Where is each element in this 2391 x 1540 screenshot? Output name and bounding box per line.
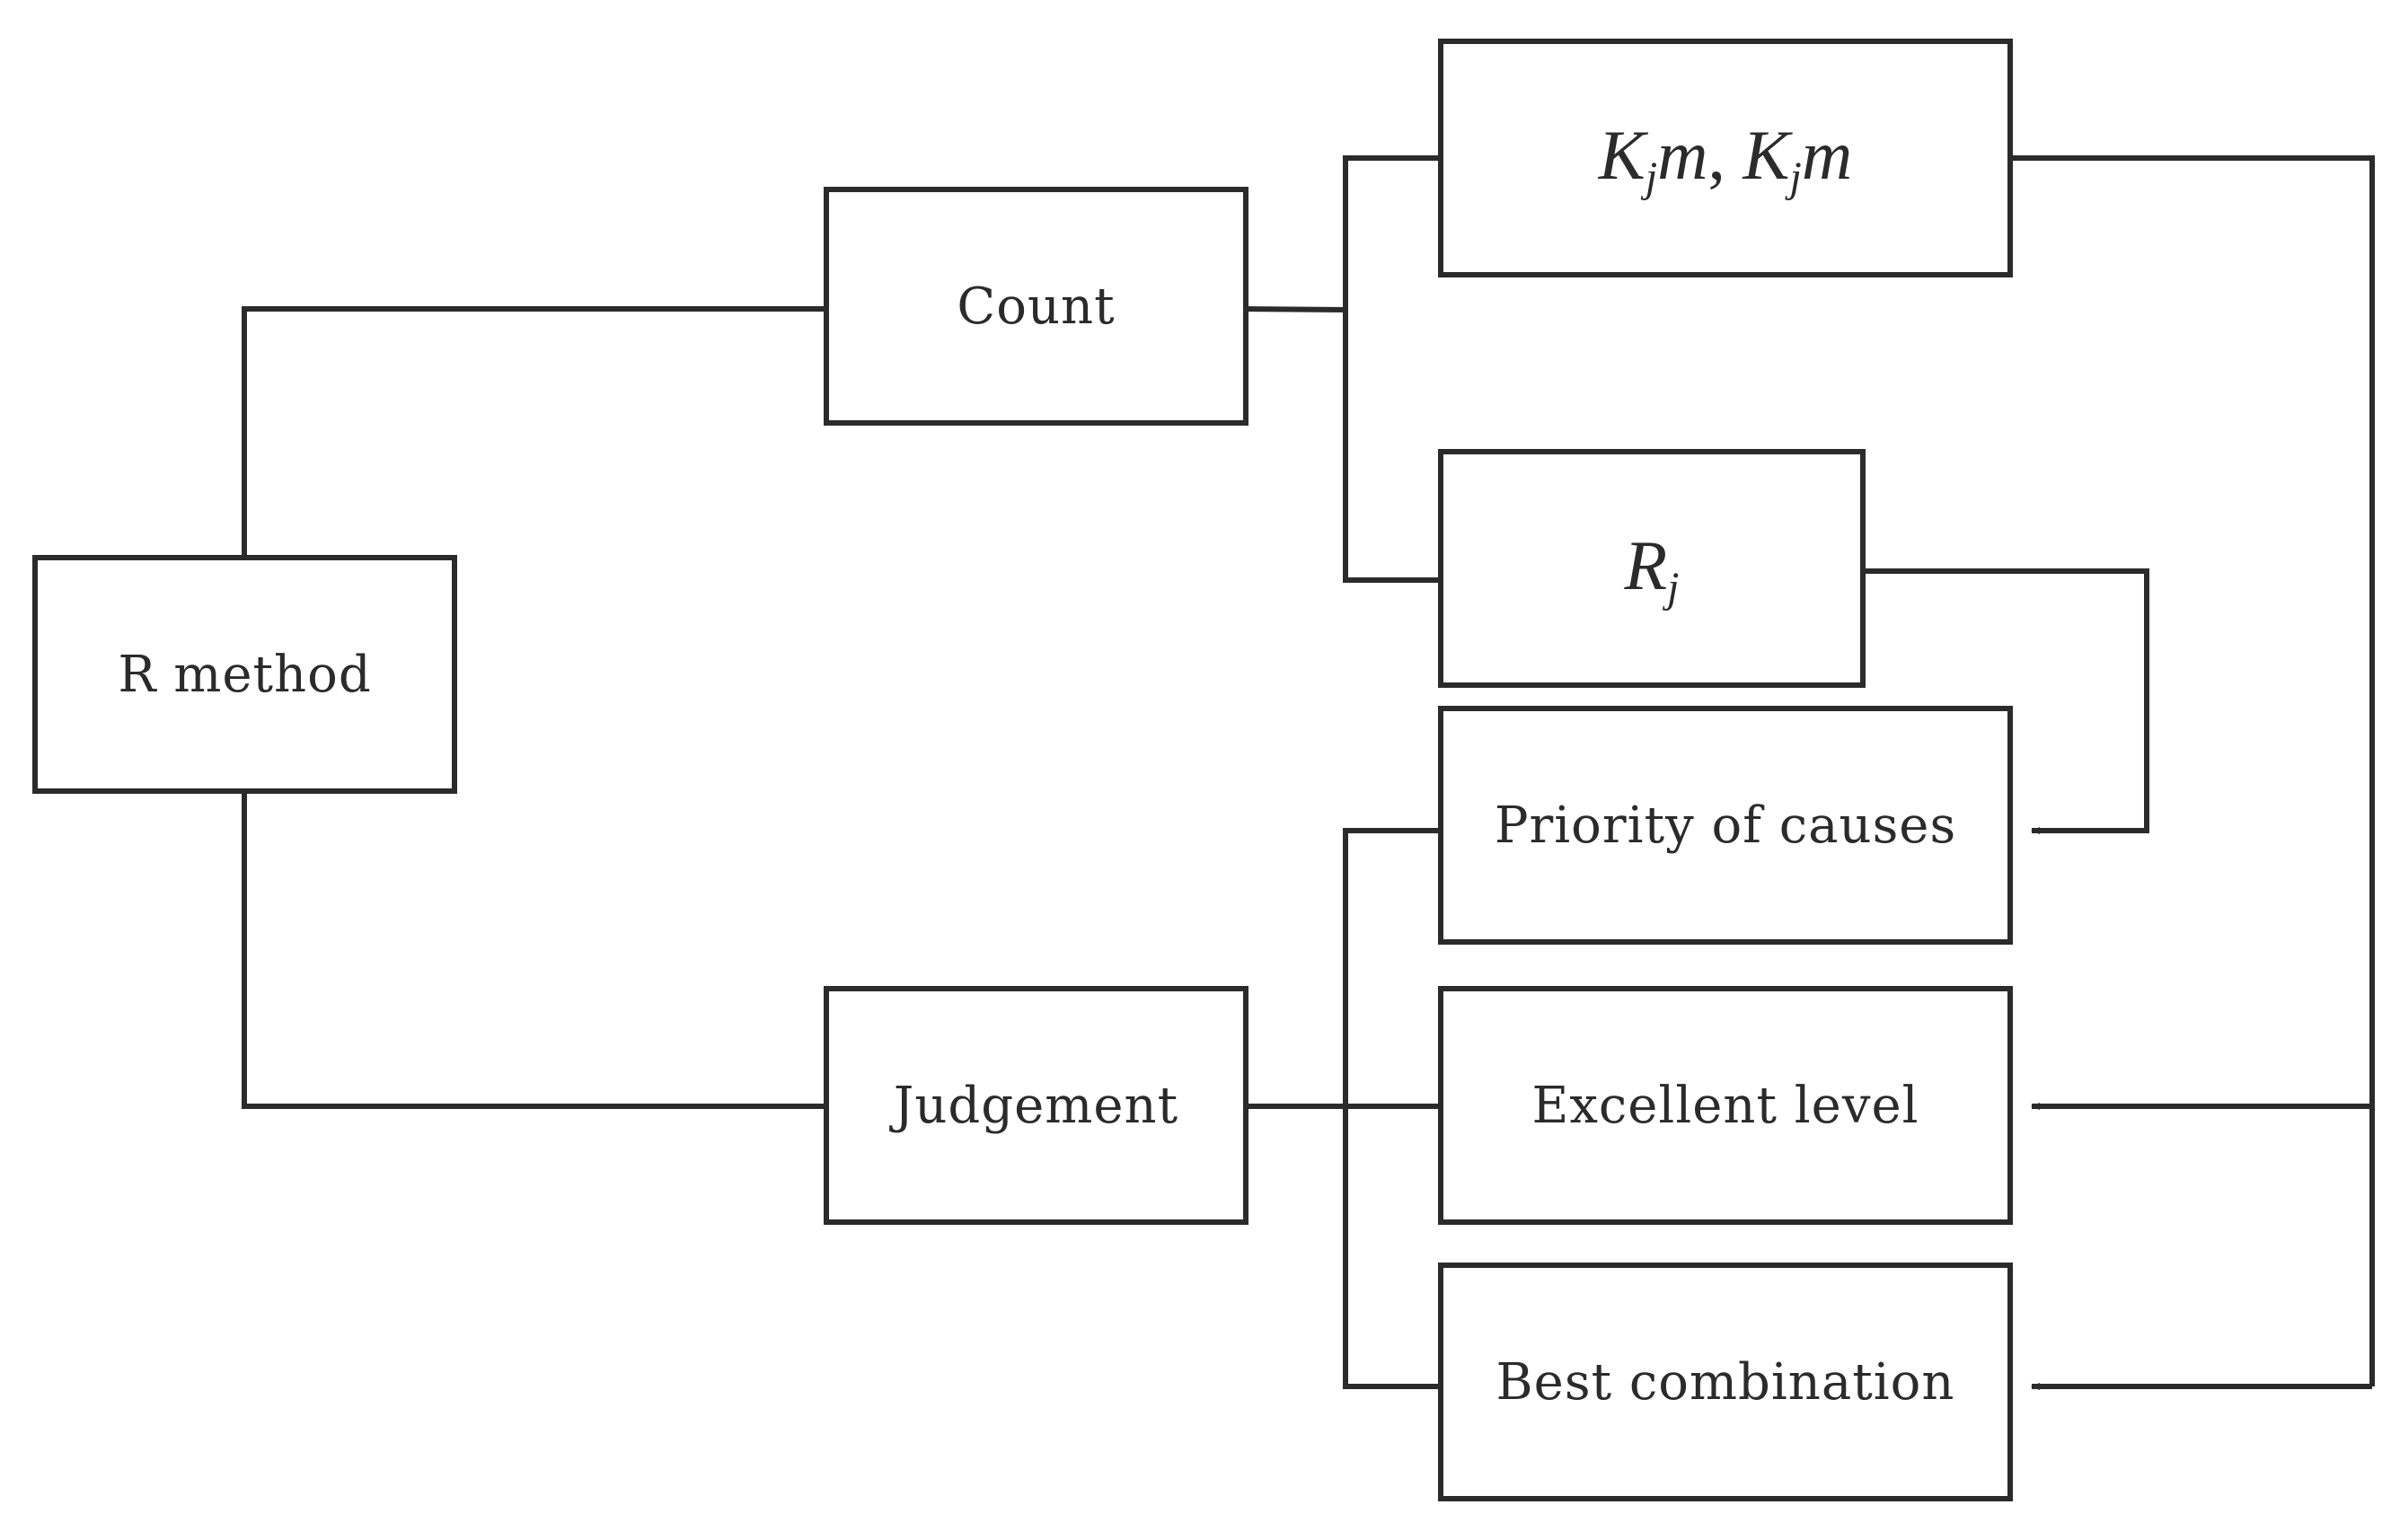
node-best-combination: Best combination	[1438, 1263, 2013, 1501]
node-excellent-level: Excellent level	[1438, 986, 2013, 1225]
edge-kjm-bus	[2013, 155, 2375, 1386]
node-rj-label: Rj	[1624, 525, 1680, 612]
node-judgement: Judgement	[824, 986, 1248, 1225]
node-r-method: R method	[32, 555, 457, 794]
edge-bus-priority-best	[1343, 828, 1438, 1389]
edge-rj-priority	[1866, 568, 2149, 834]
edge-rmethod-judgement	[242, 794, 824, 1109]
node-r-method-label: R method	[118, 645, 372, 704]
node-judgement-label: Judgement	[893, 1076, 1179, 1135]
node-excellent-label: Excellent level	[1531, 1076, 1919, 1135]
node-kjm: Kjm, Kjm	[1438, 39, 2013, 277]
node-priority-of-causes: Priority of causes	[1438, 706, 2013, 945]
node-priority-label: Priority of causes	[1494, 796, 1957, 855]
node-kjm-label: Kjm, Kjm	[1598, 115, 1853, 201]
edge-count-bus	[1248, 306, 1346, 312]
node-rj: Rj	[1438, 449, 1866, 688]
node-count-label: Count	[957, 277, 1116, 336]
edge-rmethod-count	[242, 306, 824, 555]
node-count: Count	[824, 187, 1248, 426]
node-best-label: Best combination	[1495, 1352, 1955, 1412]
edge-bus-kjm	[1343, 155, 1438, 583]
